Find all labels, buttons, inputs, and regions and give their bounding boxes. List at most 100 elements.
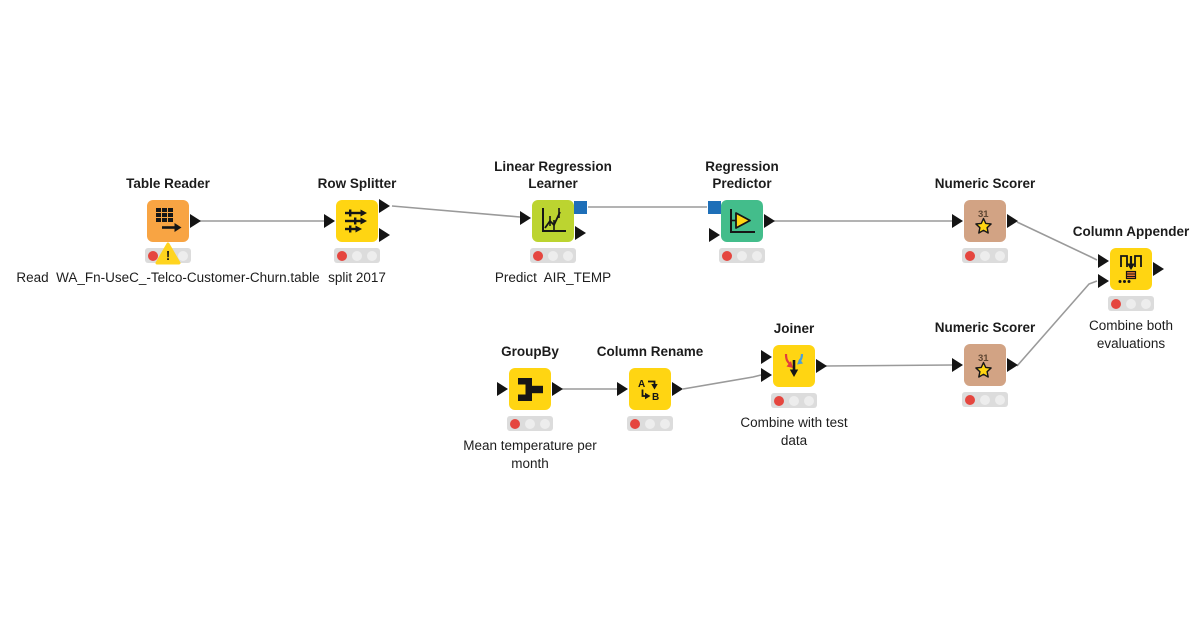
node-title: Regression Predictor	[705, 159, 779, 191]
svg-text:31: 31	[978, 209, 989, 220]
node-title: Linear Regression Learner	[494, 159, 612, 191]
status-green-dot	[178, 250, 188, 261]
data-output-port[interactable]	[575, 226, 586, 240]
status-green-dot	[752, 250, 762, 261]
node-title: Column Rename	[596, 344, 704, 359]
regression-predictor-icon[interactable]	[721, 200, 763, 242]
input-port[interactable]	[952, 358, 963, 372]
node-column-appender[interactable]: Column Appender Combine both evalu	[1073, 224, 1190, 351]
svg-text:!: !	[166, 248, 170, 263]
output-port[interactable]	[190, 214, 201, 228]
output-port[interactable]	[672, 382, 683, 396]
edge-column-rename-to-joiner[interactable]	[682, 374, 762, 390]
node-linear-regression-learner[interactable]: Linear Regression Learner Predict AIR_TE…	[494, 159, 612, 285]
status-traffic-light	[530, 248, 576, 263]
join-arrows-icon	[784, 353, 804, 377]
input-port[interactable]	[497, 382, 508, 396]
status-green-dot	[804, 395, 814, 406]
output-port-matching[interactable]	[379, 199, 390, 213]
input-port-2[interactable]	[1098, 274, 1109, 288]
input-port[interactable]	[324, 214, 335, 228]
output-port[interactable]	[816, 359, 827, 373]
scorer-star-icon: 31	[975, 209, 992, 234]
model-output-port[interactable]	[574, 201, 587, 214]
node-annotation: Predict AIR_TEMP	[494, 270, 612, 285]
data-input-port[interactable]	[709, 228, 720, 242]
table-grid-arrow-icon	[156, 208, 182, 232]
input-port-1[interactable]	[1098, 254, 1109, 268]
joiner-icon[interactable]	[773, 345, 815, 387]
input-port[interactable]	[617, 382, 628, 396]
status-traffic-light	[771, 393, 817, 408]
status-yellow-dot	[737, 250, 747, 261]
status-red-dot	[774, 395, 784, 406]
status-green-dot	[540, 418, 550, 429]
status-green-dot	[660, 418, 670, 429]
status-green-dot	[995, 394, 1005, 405]
predictor-chart-icon	[730, 209, 755, 233]
model-input-port[interactable]	[708, 201, 721, 214]
status-green-dot	[367, 250, 377, 261]
node-joiner[interactable]: Joiner Combine with test data	[740, 321, 847, 448]
status-traffic-light	[334, 248, 380, 263]
table-reader-icon[interactable]	[147, 200, 189, 242]
input-port-2[interactable]	[761, 368, 772, 382]
status-traffic-light	[507, 416, 553, 431]
status-traffic-light	[719, 248, 765, 263]
node-annotation: Combine both evaluations	[1088, 318, 1174, 351]
status-green-dot	[995, 250, 1005, 261]
row-splitter-icon[interactable]	[336, 200, 378, 242]
node-numeric-scorer-bottom[interactable]: Numeric Scorer 31	[935, 320, 1035, 407]
append-columns-icon	[1118, 255, 1142, 283]
input-port[interactable]	[520, 211, 531, 225]
rename-a-to-b-icon: A B	[638, 379, 659, 403]
status-traffic-light	[1108, 296, 1154, 311]
column-appender-icon[interactable]	[1110, 248, 1152, 290]
input-port-1[interactable]	[761, 350, 772, 364]
edge-row-splitter-to-learner[interactable]	[391, 205, 521, 218]
status-traffic-light	[962, 392, 1008, 407]
edge-numeric-scorer-bottom-to-appender[interactable]	[1016, 280, 1098, 367]
status-red-dot	[722, 250, 732, 261]
node-column-rename[interactable]: Column Rename A B	[597, 344, 703, 431]
node-numeric-scorer-top[interactable]: Numeric Scorer 31	[935, 176, 1035, 263]
numeric-scorer-icon[interactable]: 31	[964, 344, 1006, 386]
status-traffic-light	[962, 248, 1008, 263]
output-port[interactable]	[552, 382, 563, 396]
node-annotation: Mean temperature per month	[463, 438, 597, 471]
output-port[interactable]	[764, 214, 775, 228]
scorer-star-icon: 31	[975, 353, 992, 378]
node-title: Column Appender	[1072, 224, 1190, 239]
node-title: Numeric Scorer	[934, 320, 1036, 335]
column-rename-icon[interactable]: A B	[629, 368, 671, 410]
output-port[interactable]	[1153, 262, 1164, 276]
status-red-dot	[533, 250, 543, 261]
svg-text:31: 31	[978, 353, 989, 364]
status-green-dot	[1141, 298, 1151, 309]
input-port[interactable]	[952, 214, 963, 228]
status-red-dot	[1111, 298, 1121, 309]
output-port-non-matching[interactable]	[379, 228, 390, 242]
edge-numeric-scorer-top-to-appender[interactable]	[1016, 221, 1098, 261]
status-yellow-dot	[525, 418, 535, 429]
status-yellow-dot	[645, 418, 655, 429]
status-yellow-dot	[352, 250, 362, 261]
node-groupby[interactable]: GroupBy Mean temperature per month	[463, 344, 597, 471]
node-annotation: Read WA_Fn-UseC_-Telco-Customer-Churn.ta…	[16, 270, 320, 285]
output-port[interactable]	[1007, 358, 1018, 372]
node-row-splitter[interactable]: Row Splitter	[318, 176, 397, 285]
edge-joiner-to-numeric-scorer-bottom[interactable]	[824, 364, 953, 367]
regression-chart-icon	[542, 208, 566, 232]
node-regression-predictor[interactable]: Regression Predictor	[705, 159, 779, 263]
node-annotation: Combine with test data	[740, 415, 848, 448]
status-red-dot	[965, 394, 975, 405]
linear-regression-learner-icon[interactable]	[532, 200, 574, 242]
node-table-reader[interactable]: Table Reader ! Read WA_Fn-UseC_-Telco-Cu…	[16, 176, 319, 285]
output-port[interactable]	[1007, 214, 1018, 228]
numeric-scorer-icon[interactable]: 31	[964, 200, 1006, 242]
warning-icon: !	[155, 242, 181, 265]
node-title: Row Splitter	[317, 176, 397, 191]
split-arrows-icon	[345, 209, 367, 233]
groupby-icon[interactable]	[509, 368, 551, 410]
